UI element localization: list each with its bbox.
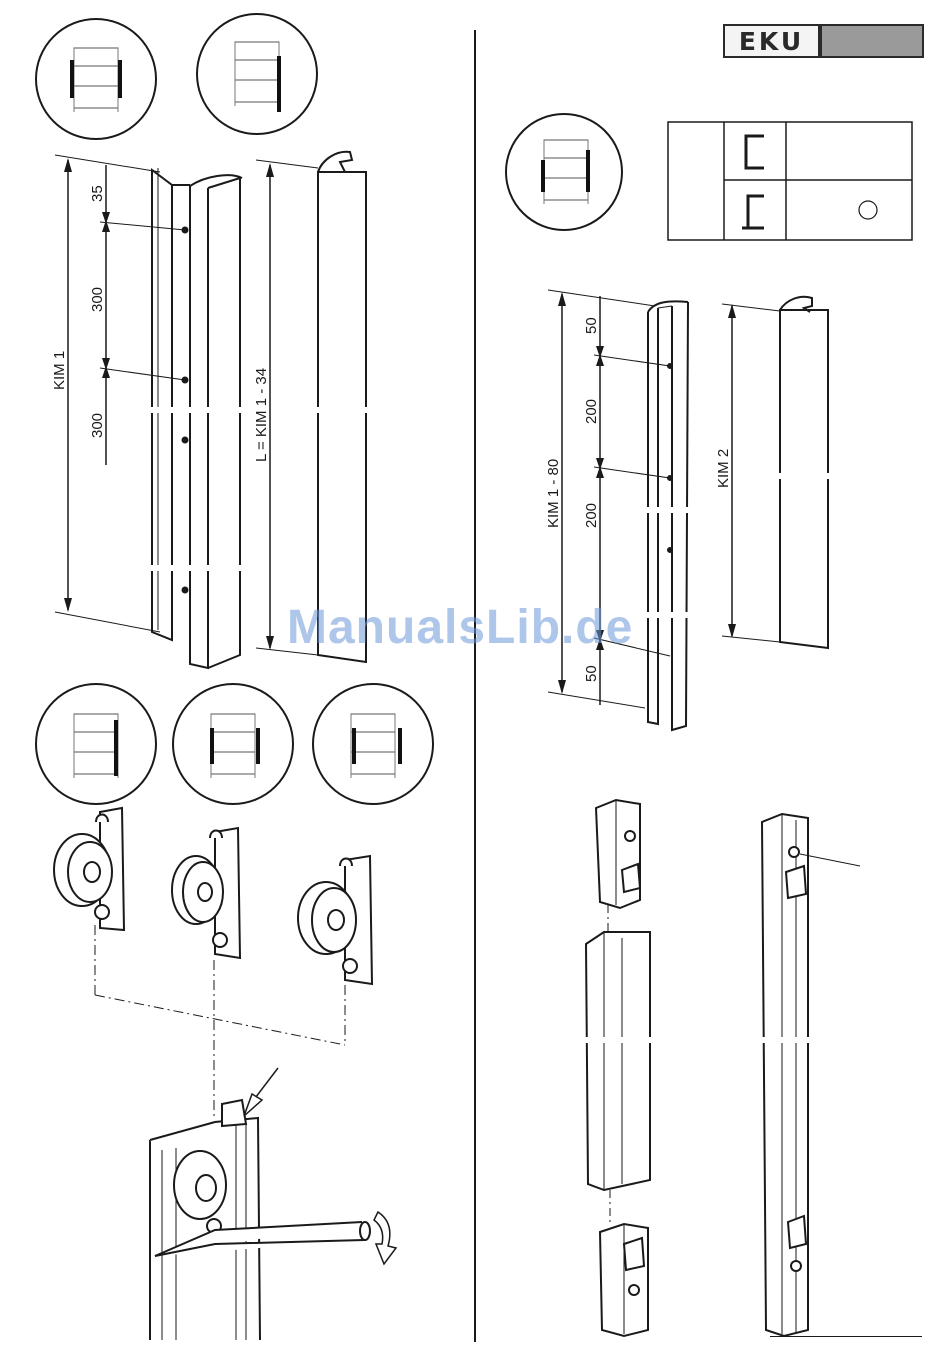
- kim1-label: KIM 1: [51, 351, 68, 390]
- dim-200-upper: 200: [583, 399, 600, 424]
- dim-50-bottom: 50: [583, 665, 600, 682]
- kim1-80-label: KIM 1 - 80: [545, 459, 562, 528]
- footer-rule: [770, 1336, 922, 1337]
- roller-carriage-3: [298, 856, 372, 984]
- dim-300-upper: 300: [89, 287, 106, 312]
- dim-300-lower: 300: [89, 413, 106, 438]
- mounted-roller-assembly: [150, 1100, 370, 1340]
- detail-circle-6: [506, 114, 622, 230]
- dim-200-lower: 200: [583, 503, 600, 528]
- watermark: ManualsLib.de: [287, 600, 633, 655]
- detail-circle-2: [197, 14, 317, 134]
- arrow-icon: [244, 1068, 278, 1116]
- left-profile-drawing: [55, 152, 372, 668]
- circle-symbol-icon: [859, 201, 877, 219]
- detail-circle-5: [313, 684, 433, 804]
- assembled-rail: [758, 814, 860, 1336]
- profile-type-table: [668, 122, 912, 240]
- cover-length-label: L = KIM 1 - 34: [253, 368, 270, 462]
- detail-circle-1: [36, 19, 156, 139]
- detail-circle-3: [36, 684, 156, 804]
- rotate-arrow-icon: [374, 1212, 396, 1264]
- exploded-rail-parts: [582, 800, 654, 1336]
- dim-35: 35: [89, 185, 106, 202]
- roller-carriage-2: [172, 828, 240, 958]
- dim-50-top: 50: [583, 317, 600, 334]
- kim2-label: KIM 2: [715, 449, 732, 488]
- detail-circle-4: [173, 684, 293, 804]
- roller-carriage-1: [54, 808, 124, 930]
